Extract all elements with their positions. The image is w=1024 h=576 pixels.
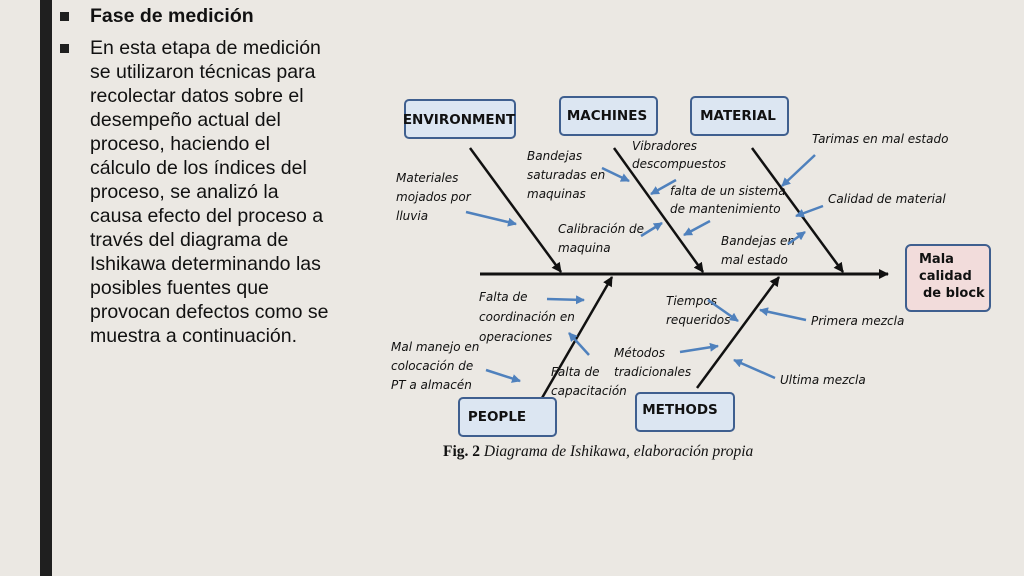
cause-tarimas: Tarimas en mal estado	[812, 132, 948, 146]
paragraph-line: cálculo de los índices del	[90, 157, 307, 179]
paragraph-line: desempeño actual del	[90, 109, 281, 131]
paragraph-line: En esta etapa de medición	[90, 37, 321, 59]
paragraph-line: se utilizaron técnicas para	[90, 61, 316, 83]
cause-falta-coordinacion: Falta de coordinación en operaciones	[479, 290, 579, 344]
arrow-calibracion	[640, 221, 663, 238]
arrow-bandejas-saturadas	[601, 166, 630, 183]
caption-fig-number: Fig. 2	[443, 443, 481, 460]
arrow-tiempos-requeridos	[707, 298, 739, 323]
paragraph-line: través del diagrama de	[90, 229, 289, 251]
paragraph-line: posibles fuentes que	[90, 277, 269, 299]
arrow-tarimas	[781, 154, 816, 187]
paragraph-line: muestra a continuación.	[90, 325, 298, 347]
arrow-vibradores	[650, 178, 677, 196]
category-methods: METHODS	[635, 392, 735, 432]
arrow-calidad-material	[795, 204, 824, 218]
arrow-metodos-tradicionales	[679, 342, 719, 354]
bullet-paragraph-item: En esta etapa de medición se utilizaron …	[58, 36, 358, 348]
arrow-primera-mezcla	[759, 307, 807, 322]
bone-environment	[468, 147, 563, 273]
effect-line: Mala	[919, 252, 954, 267]
paragraph-line: provocan defectos como se	[90, 301, 329, 323]
effect-line: calidad	[919, 269, 972, 284]
figure-caption: Fig. 2 Diagrama de Ishikawa, elaboración…	[443, 443, 753, 461]
paragraph-line: causa efecto del proceso a	[90, 205, 324, 227]
cause-bandejas-mal-estado: Bandejas en mal estado	[721, 234, 799, 267]
cause-materiales-mojados: Materiales mojados por lluvia	[396, 171, 474, 223]
category-material: MATERIAL	[690, 96, 789, 136]
cause-metodos-tradicionales: Métodos tradicionales	[614, 346, 691, 379]
cause-tiempos-requeridos: Tiempos requeridos	[666, 294, 730, 327]
cause-calibracion: Calibración de maquina	[558, 222, 648, 255]
cause-falta-capacitacion: Falta de capacitación	[551, 365, 627, 398]
cause-bandejas-saturadas: Bandejas saturadas en maquinas	[527, 149, 609, 201]
cause-vibradores: Vibradores descompuestos	[632, 139, 726, 171]
arrow-falta-sistema	[683, 219, 711, 237]
effect-line: de block	[923, 286, 985, 301]
left-dark-bar	[40, 0, 52, 576]
category-people: PEOPLE	[458, 397, 557, 437]
bone-people	[540, 276, 614, 399]
category-machines-label: MACHINES	[567, 108, 647, 124]
bone-methods	[695, 276, 781, 389]
cause-calidad-material: Calidad de material	[828, 192, 946, 206]
cause-mal-manejo: Mal manejo en colocación de PT a almacén	[391, 340, 483, 392]
category-people-label: PEOPLE	[468, 409, 526, 425]
category-environment-label: ENVIRONMENT	[403, 112, 516, 128]
category-machines: MACHINES	[559, 96, 658, 136]
square-bullet-icon	[60, 12, 69, 21]
paragraph-line: recolectar datos sobre el	[90, 85, 304, 107]
arrow-mal-manejo	[485, 368, 521, 383]
arrow-falta-capacitacion	[568, 332, 590, 356]
cause-falta-sistema: falta de un sistema de mantenimiento	[670, 184, 789, 216]
bone-machines	[612, 147, 705, 273]
paragraph-line: Ishikawa determinando las	[90, 253, 321, 275]
caption-text: Diagrama de Ishikawa, elaboración propia	[483, 443, 754, 460]
paragraph-line: proceso, se analizó la	[90, 181, 279, 203]
arrow-ultima-mezcla	[733, 358, 776, 380]
paragraph-line: proceso, haciendo el	[90, 133, 270, 155]
effect-box: Mala calidad de block	[905, 244, 991, 312]
section-title: Fase de medición	[90, 5, 254, 27]
category-methods-label: METHODS	[642, 402, 718, 418]
bullet-title-item: Fase de medición	[58, 4, 358, 28]
category-material-label: MATERIAL	[700, 108, 776, 124]
cause-ultima-mezcla: Ultima mezcla	[780, 373, 866, 387]
cause-primera-mezcla: Primera mezcla	[811, 314, 904, 328]
square-bullet-icon	[60, 44, 69, 53]
arrow-falta-coordinacion	[546, 295, 585, 305]
bullet-list: Fase de medición En esta etapa de medici…	[58, 4, 358, 356]
arrow-bandejas-mal-estado	[787, 230, 806, 246]
category-environment: ENVIRONMENT	[403, 99, 516, 139]
arrow-materiales-mojados	[465, 210, 517, 227]
